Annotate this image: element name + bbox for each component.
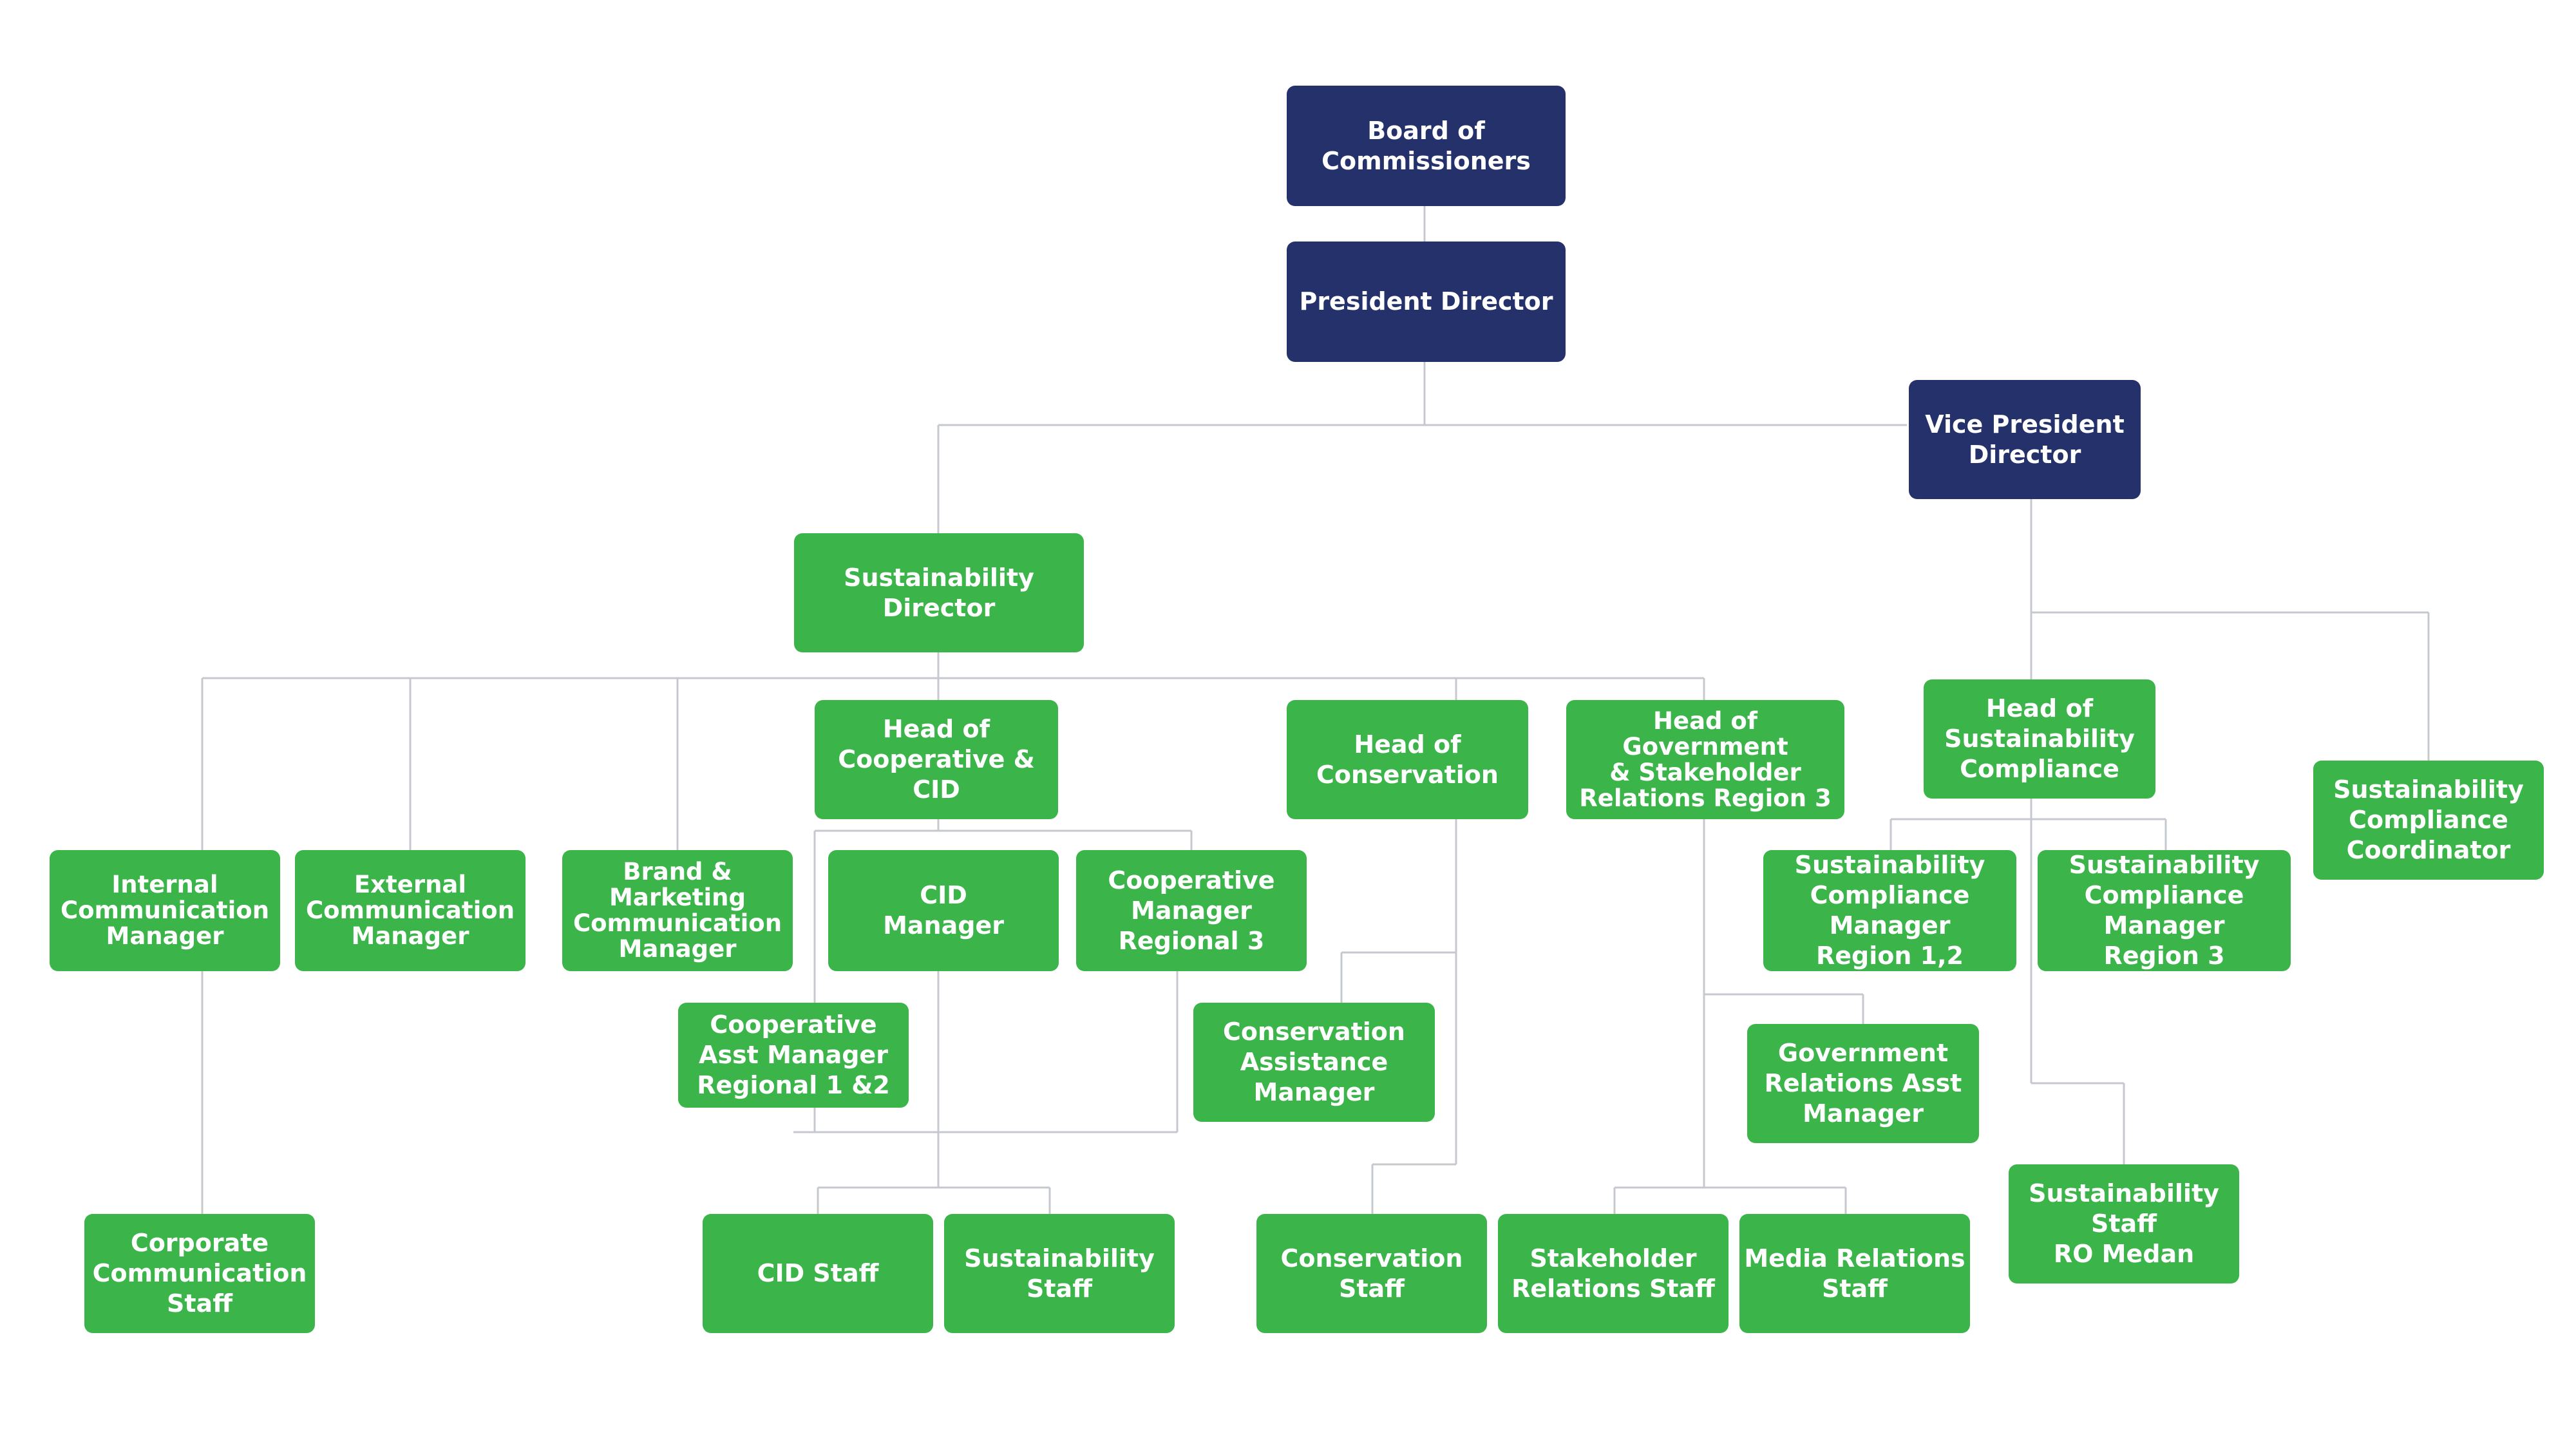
- cooperative-manager-regional-3-node: Cooperative Manager Regional 3: [1076, 850, 1307, 971]
- conservation-staff-node: Conservation Staff: [1256, 1214, 1487, 1333]
- government-relations-asst-manager-node: Government Relations Asst Manager: [1747, 1024, 1979, 1143]
- connector-vice-president-branch: [2030, 499, 2430, 761]
- connector-president-branch: [937, 362, 1907, 533]
- connector-coop-asst-manager: [793, 971, 1179, 1133]
- connector-gov-stakeholder-branch: [1613, 819, 1864, 1214]
- sustainability-staff-node: Sustainability Staff: [944, 1214, 1175, 1333]
- vice-president-director-node: Vice President Director: [1909, 380, 2141, 499]
- connector-conservation-branch: [1340, 819, 1457, 1214]
- brand-marketing-communication-manager-node: Brand & Marketing Communication Manager: [562, 850, 793, 971]
- corporate-communication-staff-node: Corporate Communication Staff: [84, 1214, 315, 1333]
- connector-coop-cid-branch: [813, 819, 1193, 1132]
- board-of-commissioners-node: Board of Commissioners: [1287, 86, 1566, 206]
- head-of-cooperative-cid-node: Head of Cooperative & CID: [815, 700, 1058, 819]
- sustainability-compliance-manager-region-3-node: Sustainability Compliance Manager Region…: [2038, 850, 2291, 971]
- conservation-assistance-manager-node: Conservation Assistance Manager: [1193, 1003, 1435, 1122]
- cooperative-asst-manager-node: Cooperative Asst Manager Regional 1 &2: [678, 1003, 909, 1108]
- president-director-node: President Director: [1287, 242, 1566, 362]
- cid-staff-node: CID Staff: [703, 1214, 933, 1333]
- sustainability-compliance-manager-region-1-2-node: Sustainability Compliance Manager Region…: [1763, 850, 2016, 971]
- sustainability-compliance-coordinator-node: Sustainability Compliance Coordinator: [2313, 761, 2544, 880]
- sustainability-director-node: Sustainability Director: [794, 533, 1084, 652]
- head-of-sustainability-compliance-node: Head of Sustainability Compliance: [1924, 679, 2155, 799]
- connector-cid-manager-staff: [817, 971, 1051, 1214]
- sustainability-staff-ro-medan-node: Sustainability Staff RO Medan: [2009, 1164, 2239, 1283]
- cid-manager-node: CID Manager: [828, 850, 1059, 971]
- stakeholder-relations-staff-node: Stakeholder Relations Staff: [1498, 1214, 1728, 1333]
- connector-sustainability-director-branch: [201, 652, 1705, 850]
- media-relations-staff-node: Media Relations Staff: [1739, 1214, 1970, 1333]
- head-of-government-stakeholder-node: Head of Government & Stakeholder Relatio…: [1566, 700, 1844, 819]
- head-of-conservation-node: Head of Conservation: [1287, 700, 1528, 819]
- internal-communication-manager-node: Internal Communication Manager: [50, 850, 280, 971]
- external-communication-manager-node: External Communication Manager: [295, 850, 526, 971]
- connector-sust-compliance-branch: [1889, 799, 2167, 1164]
